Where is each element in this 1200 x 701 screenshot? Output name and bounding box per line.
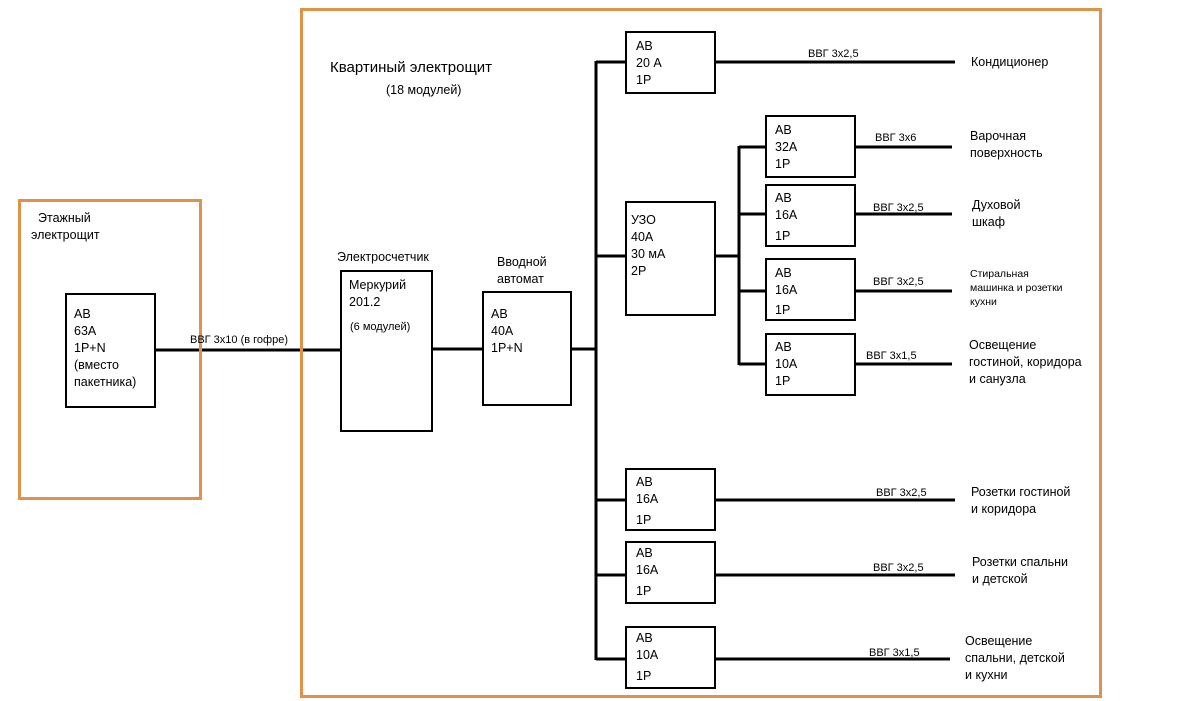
apartment-panel-subtitle: (18 модулей): [386, 83, 462, 97]
breaker-ac: [625, 31, 716, 94]
feed-cable-label: ВВГ 3х10 (в гофре): [190, 334, 288, 346]
meter-modules: (6 модулей): [350, 321, 411, 333]
breaker-bedroom-lighting: [625, 626, 716, 689]
apartment-panel-frame: [300, 8, 1102, 698]
electricity-meter: [340, 270, 433, 432]
floor-panel-title: Этажный электрощит: [31, 211, 100, 242]
breaker-bedroom-sockets: [625, 541, 716, 604]
cable-label-hob: ВВГ 3х6: [875, 132, 917, 144]
floor-breaker-label: АВ 63А 1P+N (вместо пакетника): [74, 307, 137, 389]
main-breaker-label: АВ 40А 1P+N: [491, 307, 523, 355]
breaker-hob: [765, 115, 856, 178]
load-lighting-living: Освещение гостиной, коридора и санузла: [969, 338, 1082, 386]
breaker-oven-label: АВ 16А 1Р: [775, 191, 798, 243]
cable-label-bedroom-sockets: ВВГ 3х2,5: [873, 562, 924, 574]
main-breaker: [482, 291, 572, 406]
load-bedroom-sockets: Розетки спальни и детской: [972, 555, 1069, 586]
cable-label-living-sockets: ВВГ 3х2,5: [876, 487, 927, 499]
breaker-lighting-living: [765, 333, 856, 396]
rcd-label: УЗО 40А 30 мА 2Р: [631, 213, 666, 278]
cable-label-washer: ВВГ 3х2,5: [873, 276, 924, 288]
breaker-hob-label: АВ 32А 1Р: [775, 123, 798, 171]
breaker-lighting-living-label: АВ 10А 1Р: [775, 340, 798, 388]
floor-breaker: [65, 293, 156, 408]
load-bedroom-lighting: Освещение спальни, детской и кухни: [965, 634, 1065, 682]
cable-label-ac: ВВГ 3х2,5: [808, 48, 859, 60]
breaker-washer-label: АВ 16А 1Р: [775, 266, 798, 317]
load-oven: Духовой шкаф: [972, 198, 1021, 229]
meter-caption: Электросчетчик: [337, 250, 429, 264]
breaker-living-sockets: [625, 468, 716, 531]
load-hob: Варочная поверхность: [970, 129, 1043, 160]
apartment-panel-title: Квартиный электрощит: [330, 59, 493, 76]
rcd: [625, 201, 716, 316]
cable-label-oven: ВВГ 3х2,5: [873, 202, 924, 214]
cable-label-lighting-living: ВВГ 3х1,5: [866, 350, 917, 362]
floor-panel-frame: [18, 199, 202, 500]
load-washer: Стиральная машинка и розетки кухни: [970, 268, 1063, 308]
breaker-living-sockets-label: АВ 16А 1Р: [636, 475, 659, 527]
load-living-sockets: Розетки гостиной и коридора: [971, 485, 1071, 516]
main-breaker-caption: Вводной автомат: [497, 255, 547, 286]
cable-label-bedroom-lighting: ВВГ 3х1,5: [869, 647, 920, 659]
breaker-bedroom-lighting-label: АВ 10А 1Р: [636, 631, 659, 683]
meter-label: Меркурий 201.2: [349, 278, 407, 309]
load-ac: Кондиционер: [971, 55, 1049, 69]
breaker-bedroom-sockets-label: АВ 16А 1Р: [636, 546, 659, 598]
breaker-ac-label: АВ 20 А 1Р: [636, 39, 662, 87]
breaker-washer: [765, 258, 856, 321]
breaker-oven: [765, 184, 856, 247]
